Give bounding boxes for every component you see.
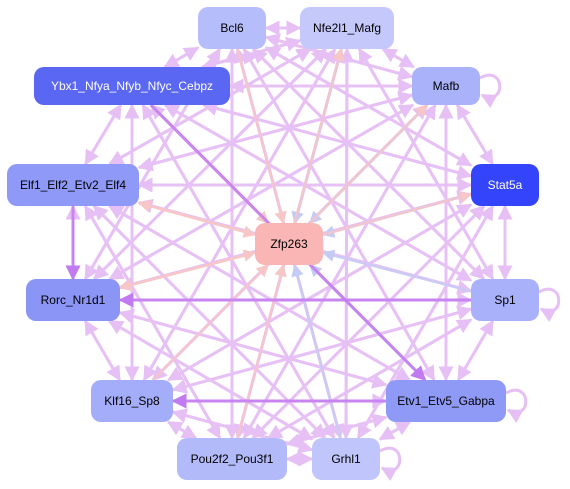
edge-klf16-to-rorc (84, 319, 121, 381)
edge-pou2f2-to-sp1 (267, 318, 473, 440)
edge-klf16-to-nfe2l1 (142, 47, 337, 381)
edge-zfp263-to-elf1 (137, 199, 256, 236)
node-box (412, 67, 480, 105)
node-elf1[interactable]: Elf1_Elf2_Etv2_Elf4 (7, 164, 139, 206)
edge-zfp263-to-rorc (118, 251, 256, 292)
edge-klf16-to-stat5a (167, 203, 473, 382)
edge-klf16-to-sp1 (172, 305, 473, 392)
node-label: Ybx1_Nfya_Nfyb_Nfyc_Cebpz (51, 79, 213, 93)
self-loop-sp1 (538, 287, 561, 323)
node-rorc[interactable]: Rorc_Nr1d1 (26, 279, 120, 321)
edge-pou2f2-to-zfp263 (236, 263, 287, 439)
node-pou2f2[interactable]: Pou2f2_Pou3f1 (177, 438, 287, 480)
node-box (34, 67, 230, 105)
node-klf16[interactable]: Klf16_Sp8 (91, 380, 173, 422)
node-label: Pou2f2_Pou3f1 (191, 452, 274, 466)
node-zfp263[interactable]: Zfp263 (255, 223, 323, 265)
node-nfe2l1[interactable]: Nfe2l1_Mafg (300, 7, 394, 49)
node-sp1[interactable]: Sp1 (471, 279, 539, 321)
edge-rorc-to-mafb (108, 103, 415, 281)
node-label: Bcl6 (220, 21, 244, 35)
node-label: Grhl1 (331, 452, 361, 466)
edge-zfp263-to-mafb (309, 104, 428, 224)
edge-zfp263-to-nfe2l1 (293, 47, 345, 224)
self-loop-etv1 (505, 388, 528, 424)
edge-sp1-to-zfp263 (321, 249, 472, 293)
node-box (386, 380, 506, 422)
node-box (312, 438, 380, 480)
node-label: Klf16_Sp8 (104, 394, 160, 408)
edge-etv1-to-elf1 (108, 204, 411, 382)
node-etv1[interactable]: Etv1_Etv5_Gabpa (386, 380, 506, 422)
node-box (198, 7, 266, 49)
node-box (177, 438, 287, 480)
node-label: Etv1_Etv5_Gabpa (397, 394, 495, 408)
node-box (471, 164, 539, 206)
node-box (7, 164, 139, 206)
node-label: Mafb (433, 79, 460, 93)
edge-grhl1-to-zfp263 (291, 263, 342, 439)
node-box (91, 380, 173, 422)
node-label: Nfe2l1_Mafg (313, 21, 381, 35)
edge-pou2f2-to-elf1 (83, 204, 222, 439)
edge-sp1-to-nfe2l1 (357, 47, 495, 280)
edge-grhl1-to-rorc (107, 319, 313, 441)
self-loop-mafb (479, 73, 502, 109)
edge-etv1-to-sp1 (457, 319, 494, 381)
edge-pou2f2-to-klf16 (166, 420, 197, 440)
node-box (471, 279, 539, 321)
edge-bcl6-to-zfp263 (236, 48, 287, 225)
node-ybx1[interactable]: Ybx1_Nfya_Nfyb_Nfyc_Cebpz (34, 67, 230, 105)
edge-zfp263-to-stat5a (322, 191, 473, 236)
edge-grhl1-to-stat5a (356, 204, 495, 439)
edge-klf16-to-zfp263 (152, 264, 269, 381)
edge-stat5a-to-bcl6 (264, 46, 472, 167)
edge-etv1-to-rorc (118, 308, 387, 387)
edge-pou2f2-to-etv1 (286, 413, 388, 446)
node-box (26, 279, 120, 321)
edge-grhl1-to-ybx1 (141, 103, 336, 439)
edge-elf1-to-ybx1 (84, 103, 122, 165)
node-grhl1[interactable]: Grhl1 (312, 438, 380, 480)
node-label: Elf1_Elf2_Etv2_Elf4 (20, 178, 126, 192)
node-stat5a[interactable]: Stat5a (471, 164, 539, 206)
edge-mafb-to-nfe2l1 (381, 47, 415, 69)
edge-elf1-to-mafb (138, 91, 414, 169)
node-label: Stat5a (488, 178, 523, 192)
edge-grhl1-to-etv1 (379, 420, 412, 441)
self-loop-grhl1 (379, 446, 402, 482)
node-box (300, 7, 394, 49)
edge-pou2f2-to-mafb (242, 103, 437, 439)
node-label: Sp1 (494, 293, 516, 307)
edge-ybx1-to-bcl6 (164, 46, 200, 69)
edge-etv1-to-bcl6 (242, 47, 436, 381)
nodes-layer: Bcl6 Nfe2l1_MafgYbx1_Nfya_Nfyb_Nfyc_Cebpz… (7, 7, 539, 480)
node-label: Rorc_Nr1d1 (41, 293, 106, 307)
edge-sp1-to-ybx1 (163, 103, 472, 282)
node-box (255, 223, 323, 265)
node-label: Zfp263 (270, 237, 308, 251)
edge-grhl1-to-klf16 (171, 408, 313, 452)
node-bcl6[interactable]: Bcl6 (198, 7, 266, 49)
edge-grhl1-to-nfe2l1 (339, 47, 355, 439)
node-mafb[interactable]: Mafb (412, 67, 480, 105)
edge-stat5a-to-mafb (456, 103, 494, 165)
